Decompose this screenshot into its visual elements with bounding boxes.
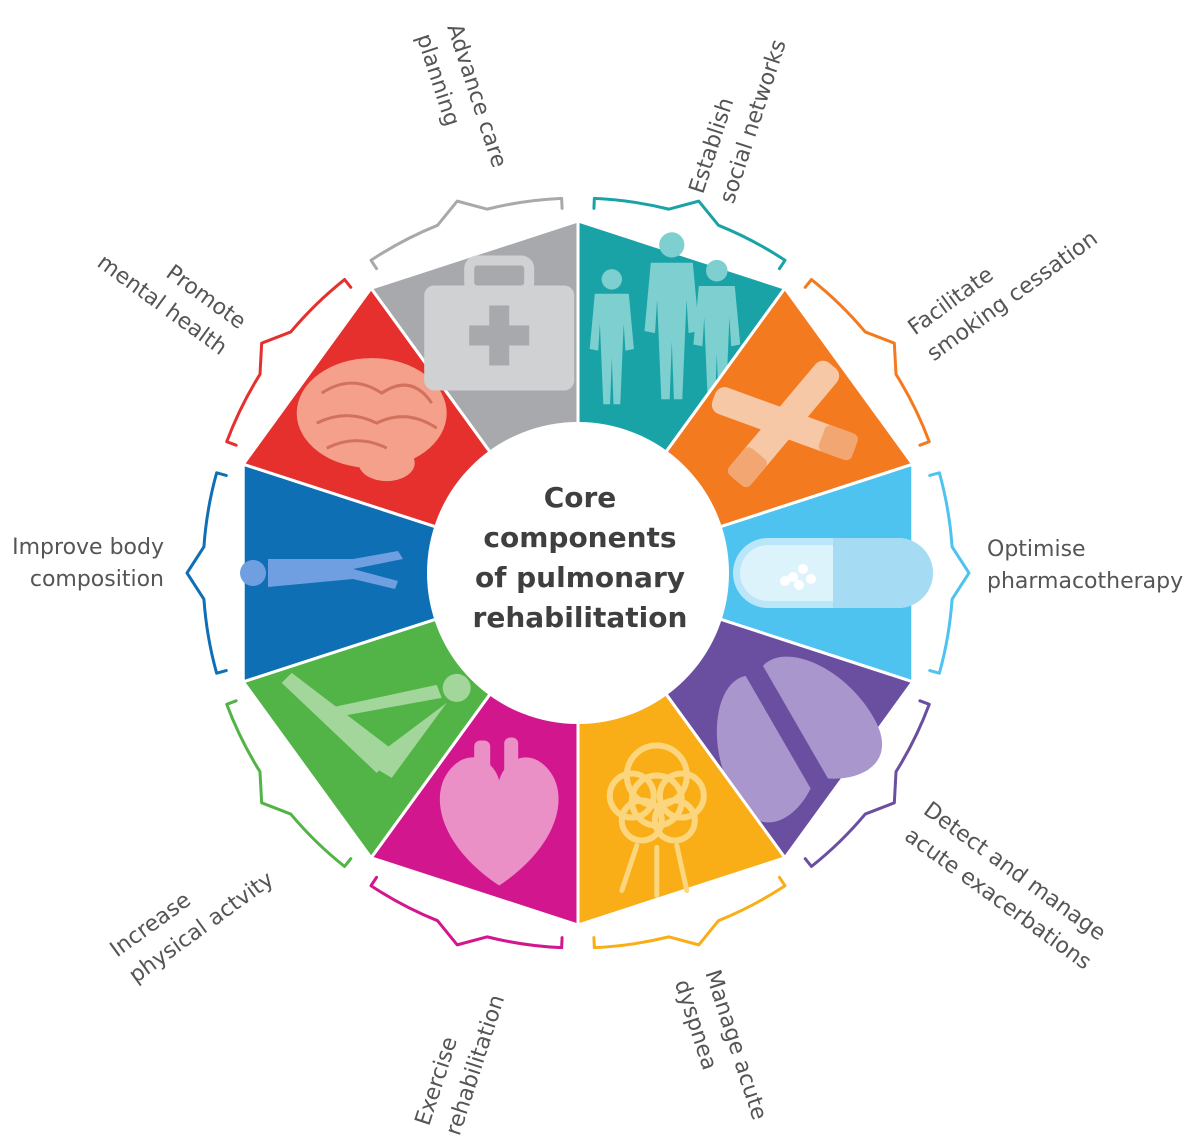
- center-title: Core components of pulmonary rehabilitat…: [430, 478, 730, 638]
- heart-icon: [439, 737, 559, 886]
- brace-smoking: [803, 278, 931, 447]
- pill-icon: [733, 538, 933, 608]
- brace-social: [592, 196, 787, 271]
- brace-activity: [225, 699, 353, 868]
- brace-dyspnea: [592, 875, 787, 950]
- center-title-line-4: rehabilitation: [472, 601, 688, 634]
- medical-kit-icon: [424, 255, 575, 391]
- center-title-line-2: components: [483, 521, 677, 554]
- exercise-pose-icon: [281, 672, 471, 778]
- center-circle: [427, 422, 729, 724]
- lungs-icon: [716, 656, 883, 823]
- brace-exercise: [369, 875, 564, 950]
- brace-body: [185, 471, 228, 675]
- brace-mental: [225, 278, 353, 447]
- brain-icon: [296, 358, 447, 482]
- brace-exacerbation: [803, 699, 931, 868]
- body-figure-icon: [240, 551, 403, 589]
- people-icon: [589, 232, 741, 405]
- breath-cloud-icon: [606, 742, 707, 899]
- center-title-line-1: Core: [543, 481, 617, 514]
- brace-pharma: [928, 471, 971, 675]
- brace-planning: [369, 196, 564, 271]
- cigarette-icon: [711, 360, 858, 488]
- center-title-line-3: of pulmonary: [474, 561, 686, 594]
